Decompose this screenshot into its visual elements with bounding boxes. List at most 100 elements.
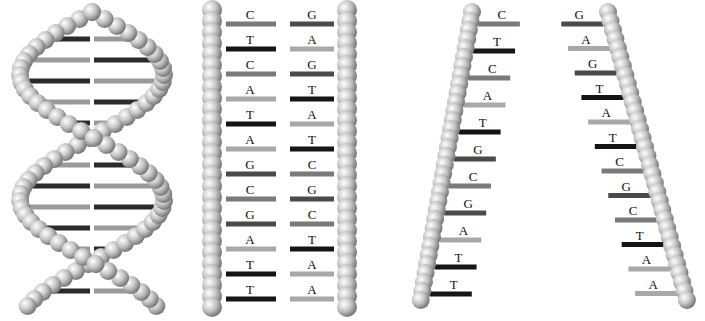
base-letter: T — [246, 283, 254, 296]
base-letter: C — [246, 58, 255, 71]
base-letter: G — [473, 143, 482, 156]
base-rung — [449, 184, 491, 189]
base-rung — [568, 46, 610, 51]
base-letter: G — [307, 58, 316, 71]
base-rung — [226, 222, 276, 227]
base-rung — [290, 222, 334, 227]
base-rung — [628, 267, 670, 272]
base-rung — [478, 22, 520, 27]
base-letter: G — [307, 8, 316, 21]
base-letter: A — [245, 233, 254, 246]
base-rung — [454, 157, 496, 162]
base-letter: G — [245, 208, 254, 221]
base-letter: A — [307, 283, 316, 296]
base-letter: A — [307, 108, 316, 121]
base-rung — [444, 211, 486, 216]
base-rung — [602, 169, 644, 174]
base-rung — [32, 184, 90, 189]
base-rung — [290, 297, 334, 302]
backbone-sphere — [202, 297, 222, 317]
base-letter: A — [459, 224, 468, 237]
base-letter: C — [246, 8, 255, 21]
base-rung — [595, 144, 637, 149]
base-letter: G — [588, 57, 597, 70]
backbone-sphere — [83, 3, 101, 21]
base-rung — [290, 22, 334, 27]
base-letter: A — [581, 33, 590, 46]
base-letter: C — [615, 155, 624, 168]
base-rung — [94, 184, 152, 189]
base-letter: T — [308, 83, 316, 96]
base-rung — [226, 47, 276, 52]
base-rung — [226, 97, 276, 102]
base-rung — [29, 79, 90, 84]
base-letter: C — [498, 8, 507, 21]
base-letter: C — [308, 208, 317, 221]
base-rung — [226, 272, 276, 277]
base-rung — [290, 197, 334, 202]
base-letter: T — [479, 116, 487, 129]
base-rung — [615, 218, 657, 223]
base-letter: T — [609, 131, 617, 144]
base-rung — [290, 172, 334, 177]
base-letter: A — [307, 33, 316, 46]
base-rung — [430, 292, 472, 297]
base-rung — [29, 205, 90, 210]
base-rung — [290, 272, 334, 277]
base-letter: G — [464, 197, 473, 210]
base-rung — [473, 49, 515, 54]
backbone-sphere — [412, 291, 430, 309]
backbone-sphere — [678, 291, 696, 309]
base-letter: G — [622, 180, 631, 193]
backbone-sphere — [83, 3, 101, 21]
base-rung — [290, 97, 334, 102]
base-letter: T — [246, 33, 254, 46]
backbone-sphere — [85, 129, 103, 147]
base-letter: A — [245, 83, 254, 96]
base-letter: T — [308, 233, 316, 246]
base-rung — [463, 103, 505, 108]
base-letter: C — [488, 62, 497, 75]
base-rung — [581, 95, 623, 100]
backbone-sphere — [337, 297, 357, 317]
base-rung — [226, 247, 276, 252]
base-letter: C — [469, 170, 478, 183]
base-letter: G — [245, 158, 254, 171]
base-letter: T — [246, 108, 254, 121]
base-letter: G — [307, 183, 316, 196]
base-rung — [226, 172, 276, 177]
base-rung — [226, 122, 276, 127]
base-rung — [226, 147, 276, 152]
base-rung — [622, 242, 664, 247]
base-rung — [33, 58, 90, 63]
base-letter: A — [483, 89, 492, 102]
base-rung — [468, 76, 510, 81]
base-rung — [635, 291, 677, 296]
base-letter: T — [636, 229, 644, 242]
base-rung — [608, 193, 650, 198]
base-rung — [459, 130, 501, 135]
base-letter: A — [245, 133, 254, 146]
base-rung — [226, 22, 276, 27]
base-rung — [439, 238, 481, 243]
base-rung — [94, 58, 151, 63]
base-rung — [94, 79, 155, 84]
base-letter: A — [648, 278, 657, 291]
base-letter: T — [450, 278, 458, 291]
base-letter: G — [575, 8, 584, 21]
base-rung — [290, 247, 334, 252]
base-letter: C — [246, 183, 255, 196]
base-letter: A — [307, 258, 316, 271]
base-letter: T — [493, 35, 501, 48]
base-letter: T — [308, 133, 316, 146]
base-rung — [575, 71, 617, 76]
base-letter: C — [308, 158, 317, 171]
base-rung — [435, 265, 477, 270]
base-letter: A — [642, 253, 651, 266]
backbone-sphere — [87, 255, 105, 273]
base-rung — [290, 122, 334, 127]
base-letter: T — [455, 251, 463, 264]
base-letter: A — [601, 106, 610, 119]
